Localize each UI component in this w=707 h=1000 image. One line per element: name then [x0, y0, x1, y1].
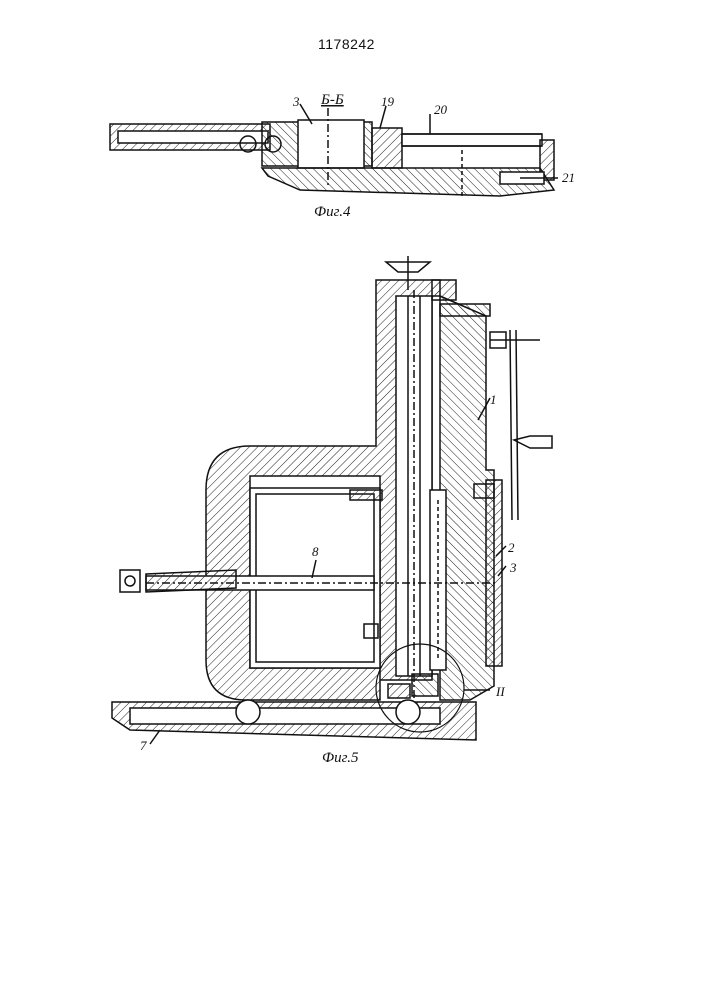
fig4-label-3: 3	[292, 94, 300, 109]
figure-5	[112, 256, 552, 744]
fig5-label-1: 1	[490, 392, 497, 407]
fig5-wheel	[396, 700, 420, 724]
fig4-part3-body	[298, 120, 364, 168]
fig5-rod-handle	[120, 570, 140, 592]
fig5-label-detail-ii: II	[495, 684, 505, 699]
fig4-section-label: Б-Б	[320, 92, 344, 108]
fig4-label-19: 19	[381, 94, 395, 109]
fig4-part19	[372, 128, 402, 168]
fig5-label-2: 2	[508, 540, 515, 555]
fig4-label-20: 20	[434, 102, 448, 117]
fig5-label-8: 8	[312, 544, 319, 559]
fig4-part20	[402, 134, 542, 146]
fig5-label-7: 7	[140, 738, 147, 753]
fig4-caption: Фиг.4	[314, 204, 351, 220]
fig5-label-3: 3	[509, 560, 517, 575]
fig4-label-21: 21	[562, 170, 575, 185]
figure-4	[110, 104, 558, 196]
fig5-wheel	[236, 700, 260, 724]
fig5-crank-handle	[514, 436, 552, 448]
fig5-caption: Фиг.5	[322, 750, 359, 766]
